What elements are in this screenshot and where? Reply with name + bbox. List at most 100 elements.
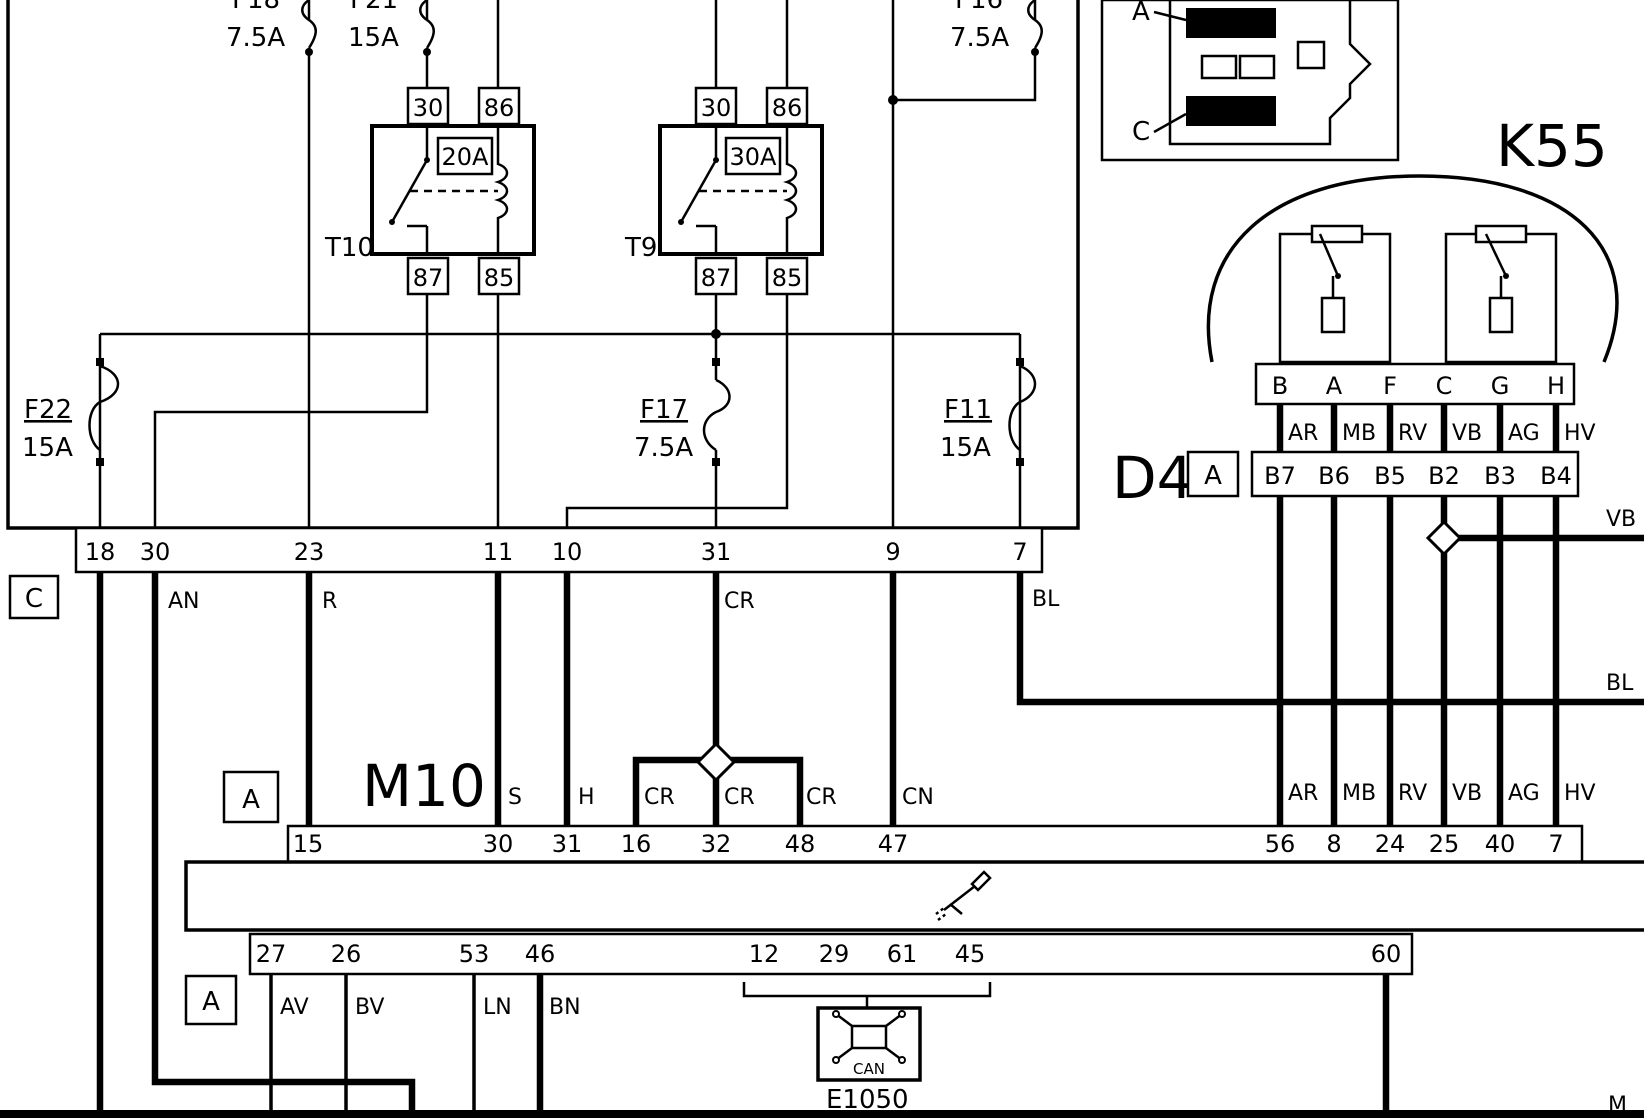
junction-dots [305, 48, 1039, 339]
d4-pin-b4: B4 [1540, 462, 1572, 490]
relay-t10-rating: 20A [442, 143, 490, 171]
k55-wire-rv: RV [1398, 421, 1427, 446]
fuse-f16-name: F16 [955, 0, 1003, 15]
m10-wire-cn: CN [902, 785, 934, 810]
m10-wire-ar: AR [1288, 781, 1318, 806]
d4-pin-b2: B2 [1428, 462, 1460, 490]
fuse-f18-name: F18 [232, 0, 280, 15]
fuse-f11-name: F11 [944, 395, 992, 425]
connector-c-tag [8, 574, 60, 620]
d4-pin-b5: B5 [1374, 462, 1406, 490]
relay-t9-pin-30: 30 [701, 94, 732, 122]
k55-pin-a: A [1326, 372, 1343, 400]
d4-connector [1250, 450, 1580, 498]
m10-pin-15: 15 [293, 830, 324, 858]
m10-body [184, 860, 1644, 932]
m10-bottom-connector [248, 932, 1414, 976]
m10-a-tag-top [222, 770, 280, 824]
k55-connector [1254, 362, 1576, 406]
m10-a-tag-bottom [184, 974, 238, 1026]
relay-t9-label: T9 [624, 233, 657, 263]
m10-wire-h: H [578, 785, 595, 810]
pin-c-30: 30 [140, 538, 171, 566]
m10-wire-bv: BV [355, 995, 384, 1020]
k55-pin-f: F [1383, 372, 1397, 400]
relay-t10-pin-86: 86 [484, 94, 515, 122]
k55-wire-hv: HV [1564, 421, 1596, 446]
d4-a-tag-label: A [1204, 461, 1222, 491]
k55-pin-h: H [1547, 372, 1565, 400]
m10-pin-47: 47 [878, 830, 909, 858]
relay-t9 [658, 86, 824, 296]
m10-wire-cr-1: CR [644, 785, 675, 810]
m10-pin-61: 61 [887, 940, 918, 968]
connector-inset [1100, 0, 1400, 162]
fuse-f11-rating: 15A [940, 433, 991, 463]
fuse-f18-rating: 7.5A [226, 23, 285, 53]
m10-top-connector [286, 824, 1584, 864]
m10-wire-hv: HV [1564, 781, 1596, 806]
relay-t10-label: T10 [324, 233, 374, 263]
fuse-f22-rating: 15A [22, 433, 73, 463]
fuse-f22-name: F22 [24, 395, 72, 425]
m10-pin-25: 25 [1429, 830, 1460, 858]
m10-pin-29: 29 [819, 940, 850, 968]
m10-pin-31: 31 [552, 830, 583, 858]
bottom-border [0, 1110, 1644, 1118]
m10-pin-40: 40 [1485, 830, 1516, 858]
pin-c-23: 23 [294, 538, 325, 566]
m10-a-tag-bottom-label: A [202, 987, 220, 1017]
m10-pin-45: 45 [955, 940, 986, 968]
k55-wire-codes: AR MB RV VB AG HV [1288, 421, 1596, 446]
fuse-symbols [88, 0, 1043, 466]
injector-icon [935, 870, 992, 921]
m10-wire-rv: RV [1398, 781, 1427, 806]
k55-wire-ag: AG [1508, 421, 1540, 446]
m10-wire-cr-3: CR [806, 785, 837, 810]
m10-wire-vb: VB [1452, 781, 1482, 806]
d4-pin-b6: B6 [1318, 462, 1350, 490]
pin-c-9: 9 [885, 538, 900, 566]
m10-bottom-wires [269, 974, 1390, 1110]
m10-wire-ag: AG [1508, 781, 1540, 806]
wire-r: R [322, 589, 337, 614]
m10-pin-8: 8 [1326, 830, 1341, 858]
d4-pins: B7 B6 B5 B2 B3 B4 [1264, 462, 1572, 490]
right-wire-vb: VB [1606, 507, 1636, 532]
m10-label: M10 [362, 752, 486, 820]
m10-top-wire-codes: S H CR CR CR CN AR MB RV VB AG HV [508, 781, 1596, 810]
d4-a-tag [1186, 450, 1240, 498]
pin-c-11: 11 [483, 538, 514, 566]
m10-pin-60: 60 [1371, 940, 1402, 968]
m10-pin-53: 53 [459, 940, 490, 968]
m10-pin-27: 27 [256, 940, 287, 968]
m10-bottom-pins: 27 26 53 46 12 29 61 45 60 [256, 940, 1402, 968]
inset-a-label: A [1132, 0, 1150, 27]
k55-wire-mb: MB [1342, 421, 1376, 446]
k55-pin-g: G [1491, 372, 1510, 400]
m10-a-tag-top-label: A [242, 785, 260, 815]
pin-c-7: 7 [1012, 538, 1027, 566]
k55-wire-vb: VB [1452, 421, 1482, 446]
m10-pin-7: 7 [1548, 830, 1563, 858]
relay-t9-pin-85: 85 [772, 264, 803, 292]
m10-pin-48: 48 [785, 830, 816, 858]
m10-pin-24: 24 [1375, 830, 1406, 858]
internal-wiring [98, 0, 1037, 528]
m10-wire-s: S [508, 785, 522, 810]
m10-pin-12: 12 [749, 940, 780, 968]
inset-c-label: C [1132, 117, 1150, 147]
m10-top-pins: 15 30 31 16 32 48 47 56 8 24 25 40 7 [293, 830, 1564, 858]
can-label: CAN [853, 1060, 885, 1078]
m10-wire-mb: MB [1342, 781, 1376, 806]
wire-an: AN [168, 589, 200, 614]
fuse-f21-rating: 15A [348, 23, 399, 53]
fuse-f21-name: F21 [350, 0, 398, 15]
m10-pin-30: 30 [483, 830, 514, 858]
pin-c-18: 18 [85, 538, 116, 566]
m10-pin-46: 46 [525, 940, 556, 968]
fuse-f17-name: F17 [640, 395, 688, 425]
k55-pin-c: C [1436, 372, 1453, 400]
pin-c-10: 10 [552, 538, 583, 566]
